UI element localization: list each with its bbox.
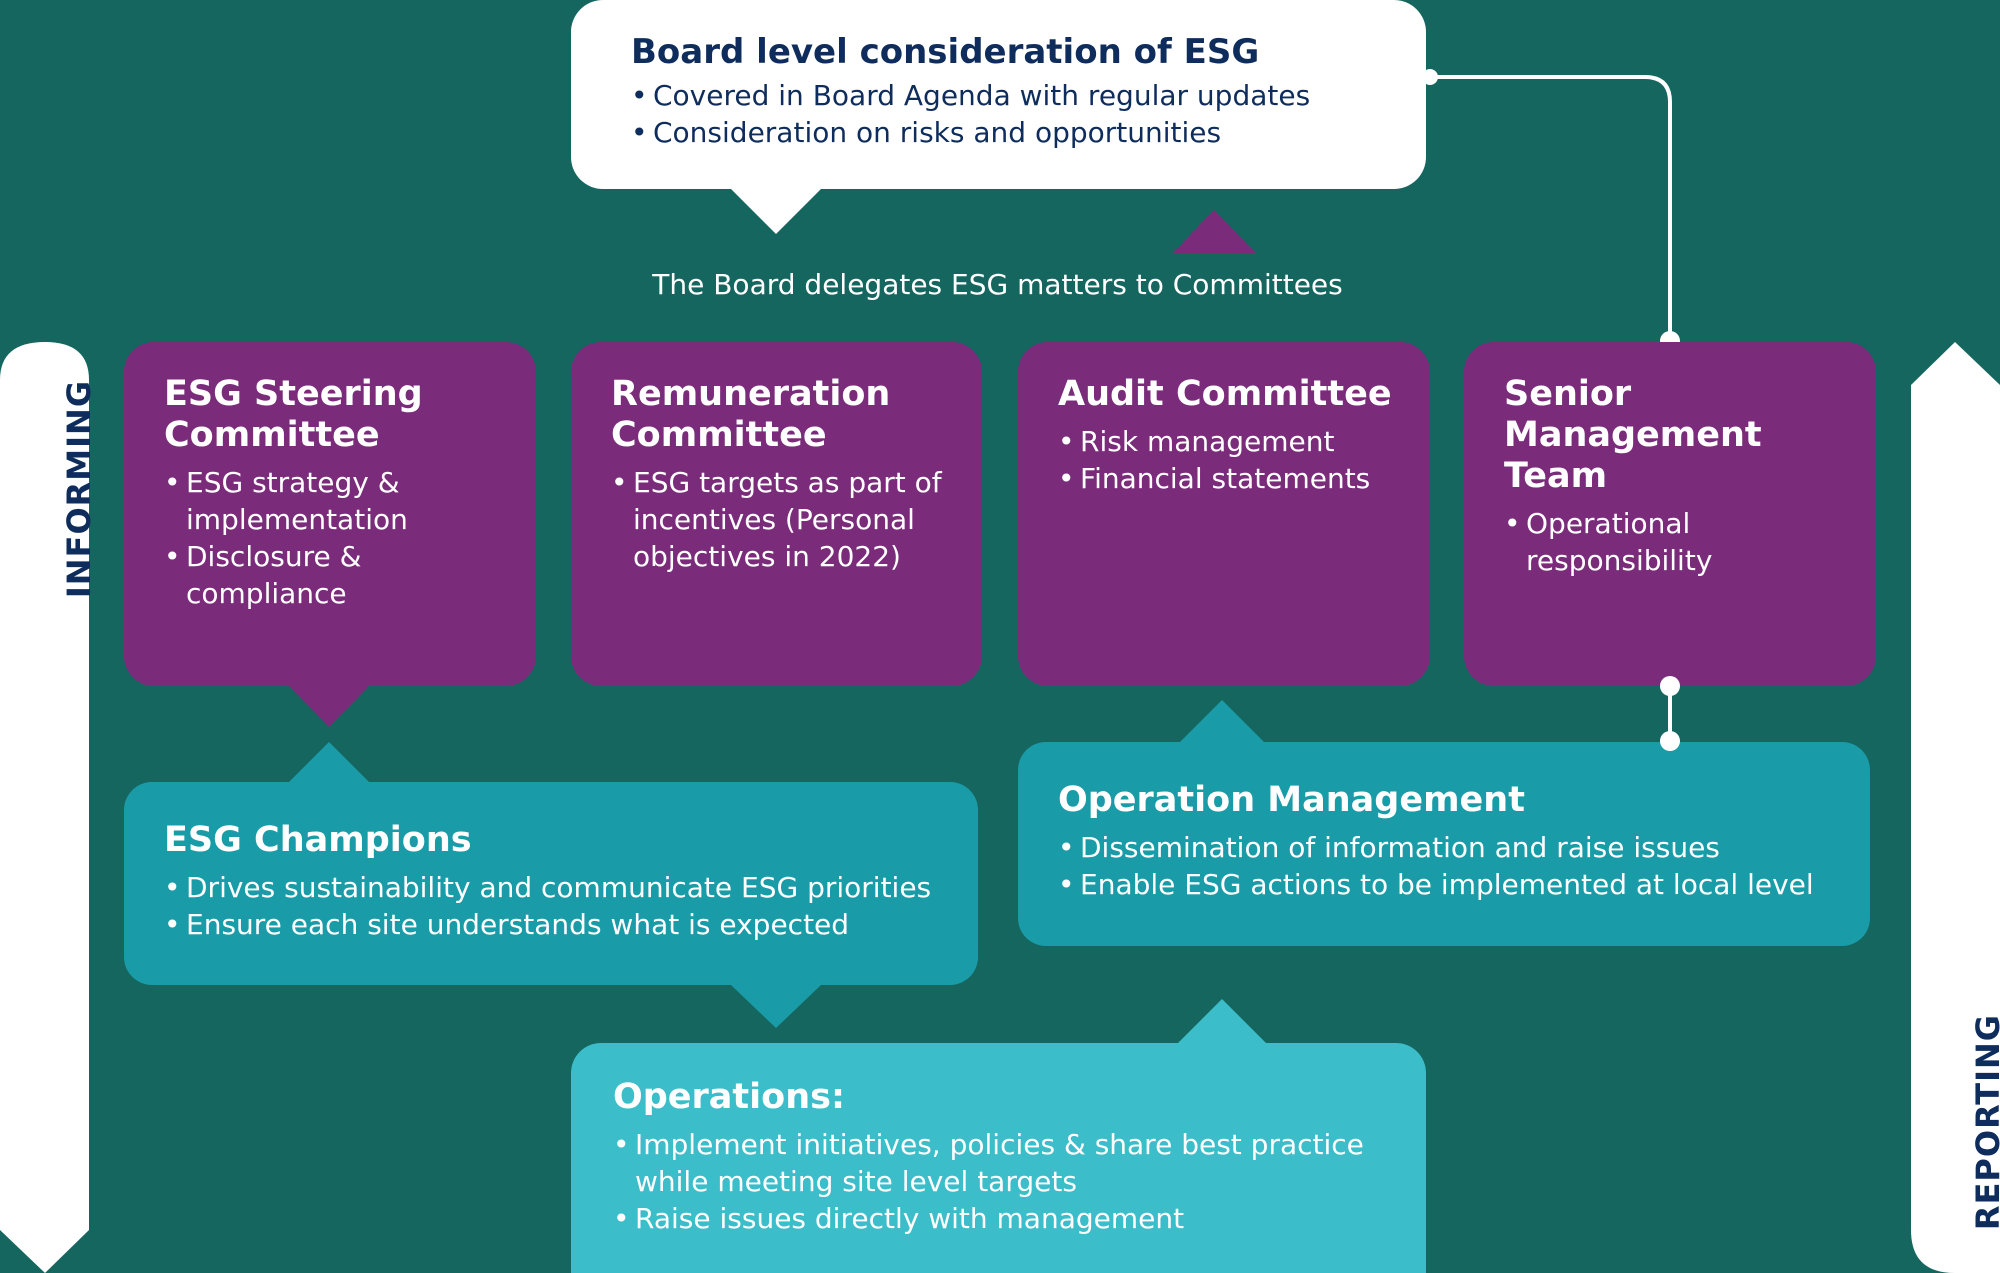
- informing-label: INFORMING: [60, 379, 99, 599]
- committee-title: Remuneration Committee: [611, 374, 891, 455]
- informing-arrow: [0, 342, 89, 1273]
- operations-box: Operations: Implement initiatives, polic…: [571, 1043, 1426, 1237]
- senior-management-team-box: Senior Management Team Operational respo…: [1464, 342, 1876, 579]
- champions-bullet: Ensure each site understands what is exp…: [164, 906, 958, 943]
- board-to-smt-connector: [1428, 75, 1672, 341]
- committee-title: ESG Steering Committee: [164, 374, 423, 455]
- operation-management-box: Operation Management Dissemination of in…: [1018, 742, 1870, 903]
- delegation-up-triangle: [1173, 210, 1256, 253]
- committee-bullet: Financial statements: [1058, 460, 1410, 497]
- operations-title: Operations:: [613, 1077, 845, 1117]
- champions-title: ESG Champions: [164, 820, 472, 860]
- committee-bullet: Disclosure & compliance: [164, 538, 516, 612]
- esg-steering-committee-box: ESG Steering Committee ESG strategy & im…: [124, 342, 536, 612]
- operations-bullet: Raise issues directly with management: [613, 1200, 1396, 1237]
- committee-bullet: Operational responsibility: [1504, 505, 1860, 579]
- operations-bullet: Implement initiatives, policies & share …: [613, 1126, 1396, 1200]
- committee-title: Audit Committee: [1058, 374, 1392, 414]
- committee-bullet: Risk management: [1058, 423, 1410, 460]
- delegation-text: The Board delegates ESG matters to Commi…: [652, 268, 1343, 301]
- operation-management-bullet: Enable ESG actions to be implemented at …: [1058, 866, 1850, 903]
- esg-champions-box: ESG Champions Drives sustainability and …: [124, 782, 978, 943]
- reporting-arrow: [1911, 342, 2000, 1273]
- committee-bullet: ESG targets as part of incentives (Perso…: [611, 464, 962, 575]
- board-title: Board level consideration of ESG: [631, 32, 1260, 72]
- committee-title: Senior Management Team: [1504, 374, 1762, 496]
- board-box: Board level consideration of ESG Covered…: [571, 0, 1426, 189]
- operation-management-bullet: Dissemination of information and raise i…: [1058, 829, 1850, 866]
- board-bullet: Consideration on risks and opportunities: [631, 114, 1426, 151]
- operation-management-title: Operation Management: [1058, 780, 1525, 820]
- audit-committee-box: Audit Committee Risk managementFinancial…: [1018, 342, 1430, 497]
- board-bullet: Covered in Board Agenda with regular upd…: [631, 77, 1426, 114]
- remuneration-committee-box: Remuneration Committee ESG targets as pa…: [571, 342, 982, 575]
- reporting-label: REPORTING: [1969, 1013, 2000, 1231]
- champions-bullet: Drives sustainability and communicate ES…: [164, 869, 958, 906]
- committee-bullet: ESG strategy & implementation: [164, 464, 516, 538]
